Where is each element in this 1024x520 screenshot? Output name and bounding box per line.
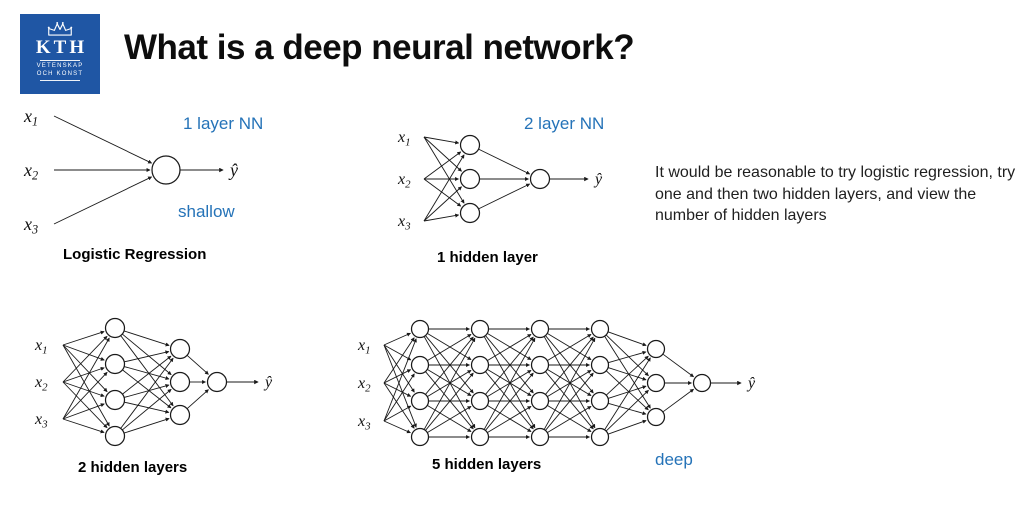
svg-text:x1: x1 [357,337,371,357]
svg-text:x3: x3 [357,413,371,433]
svg-text:x2: x2 [357,375,371,395]
logo-subtext-1: VETENSKAP [36,63,84,69]
network-diagram-logistic: x1 x2 x3 ŷ [23,106,238,237]
caption-one-hidden-layer: 1 hidden layer [437,249,538,266]
svg-text:x2: x2 [23,160,38,183]
network-logistic-regression: x1 x2 x3 ŷ 1 layer NN shallow Logistic Regr… [18,100,328,270]
network-diagram-one-hidden: x1 x2 x3 ŷ [397,129,603,233]
page-title: What is a deep neural network? [124,28,635,67]
kth-logo: KTH VETENSKAP OCH KONST [20,14,100,94]
svg-text:x1: x1 [34,337,48,357]
svg-text:ŷ: ŷ [746,375,756,392]
network-two-hidden-layers: x1 x2 x3 ŷ 2 hidden layers [25,300,325,480]
caption-two-hidden-layers: 2 hidden layers [78,459,188,476]
svg-text:x1: x1 [397,129,411,149]
logo-text: KTH [35,37,88,58]
svg-text:x3: x3 [34,411,48,431]
logo-divider [40,60,80,61]
annotation-deep: deep [655,450,693,469]
annotation-1-layer-nn: 1 layer NN [183,114,264,133]
network-five-hidden-layers: x1 x2 x3 ŷ 5 hidden layers deep [350,300,780,480]
svg-text:ŷ: ŷ [228,160,238,180]
network-diagram-five-hidden: x1 x2 x3 ŷ [357,319,756,447]
caption-five-hidden-layers: 5 hidden layers [432,456,542,473]
logo-subtext-2: OCH KONST [36,70,84,77]
svg-text:ŷ: ŷ [593,171,603,188]
network-one-hidden-layer: x1 x2 x3 ŷ 2 layer NN 1 hidden layer [390,105,670,270]
annotation-shallow: shallow [178,202,235,221]
svg-text:ŷ: ŷ [263,374,273,391]
svg-text:x2: x2 [34,374,48,394]
network-diagram-two-hidden: x1 x2 x3 ŷ [34,317,273,447]
crown-icon [47,21,73,36]
description-text: It would be reasonable to try logistic r… [655,164,1016,225]
svg-text:x1: x1 [23,106,38,129]
svg-text:x3: x3 [397,213,411,233]
svg-text:x2: x2 [397,171,411,191]
caption-logistic-regression: Logistic Regression [63,246,207,263]
annotation-2-layer-nn: 2 layer NN [524,114,605,133]
svg-text:x3: x3 [23,214,38,237]
logo-divider [40,80,80,81]
